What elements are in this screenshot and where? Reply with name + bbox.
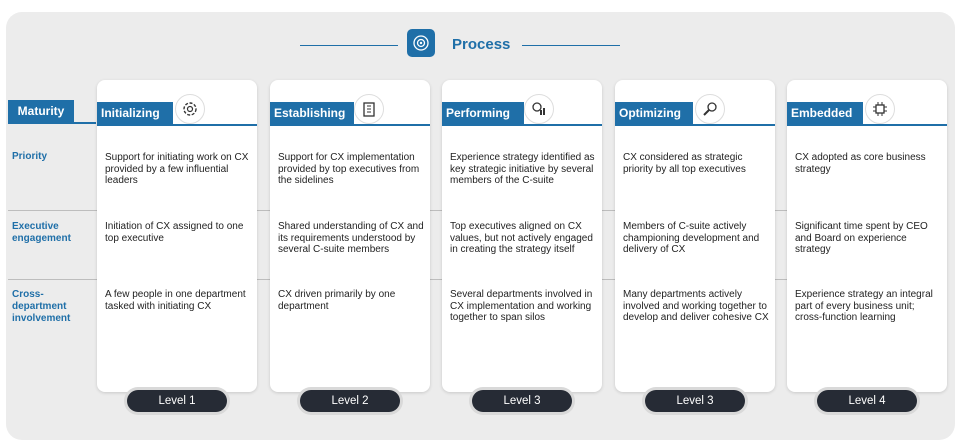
executive-cell: Shared understanding of CX and its requi… [278, 221, 424, 255]
executive-cell: Significant time spent by CEO and Board … [795, 221, 928, 255]
stage-header: Initializing [97, 102, 173, 124]
priority-cell: Support for initiating work on CX provid… [105, 152, 249, 186]
gear-circle-icon [407, 29, 435, 57]
cross-department-cell: CX driven primarily by one department [278, 289, 396, 312]
row-label-line: Priority [12, 151, 48, 162]
stage-underline [615, 124, 775, 126]
row-label-line: engagement [12, 233, 71, 244]
stage-card-embedded: Embedded CX adopted as core business str… [787, 80, 947, 392]
row-label-priority: Priority [12, 151, 47, 163]
priority-cell: Experience strategy identified as key st… [450, 152, 595, 186]
executive-cell: Initiation of CX assigned to one top exe… [105, 221, 244, 244]
stage-underline [442, 124, 602, 126]
chart-gear-icon [524, 94, 554, 124]
row-label-line: department [12, 301, 67, 312]
process-title: Process [452, 36, 511, 53]
level-badge-optimizing: Level 3 [645, 390, 745, 412]
row-label-executive-engagement: Executive engagement [12, 221, 71, 245]
level-badge-performing: Level 3 [472, 390, 572, 412]
process-line-left [300, 45, 398, 46]
row-label-line: Executive [12, 221, 59, 232]
stage-header: Performing [442, 102, 524, 124]
priority-cell: CX adopted as core business strategy [795, 152, 926, 175]
priority-cell: Support for CX implementation provided b… [278, 152, 420, 186]
cross-department-cell: Many departments actively involved and w… [623, 289, 769, 323]
cross-department-cell: Experience strategy an integral part of … [795, 289, 933, 323]
building-icon [354, 94, 384, 124]
process-line-right [522, 45, 620, 46]
wrench-gear-icon [695, 94, 725, 124]
stage-underline [787, 124, 947, 126]
level-badge-establishing: Level 2 [300, 390, 400, 412]
maturity-underline [8, 122, 96, 124]
cross-department-cell: Several departments involved in CX imple… [450, 289, 593, 323]
stage-underline [97, 124, 257, 126]
executive-cell: Top executives aligned on CX values, but… [450, 221, 593, 255]
stage-card-establishing: Establishing Support for CX implementati… [270, 80, 430, 392]
stage-header: Establishing [270, 102, 354, 124]
gear-icon [175, 94, 205, 124]
cross-department-cell: A few people in one department tasked wi… [105, 289, 246, 312]
row-label-line: Cross- [12, 289, 44, 300]
chip-icon [865, 94, 895, 124]
row-label-cross-department: Cross- department involvement [12, 289, 70, 325]
stage-card-performing: Performing Experience strategy identifie… [442, 80, 602, 392]
executive-cell: Members of C-suite actively championing … [623, 221, 760, 255]
level-badge-initializing: Level 1 [127, 390, 227, 412]
stage-header: Embedded [787, 102, 863, 124]
row-label-line: involvement [12, 313, 71, 324]
stage-card-optimizing: Optimizing CX considered as strategic pr… [615, 80, 775, 392]
priority-cell: CX considered as strategic priority by a… [623, 152, 746, 175]
stage-card-initializing: Initializing Support for initiating work… [97, 80, 257, 392]
maturity-label: Maturity [8, 100, 74, 122]
level-badge-embedded: Level 4 [817, 390, 917, 412]
stage-underline [270, 124, 430, 126]
stage-header: Optimizing [615, 102, 693, 124]
